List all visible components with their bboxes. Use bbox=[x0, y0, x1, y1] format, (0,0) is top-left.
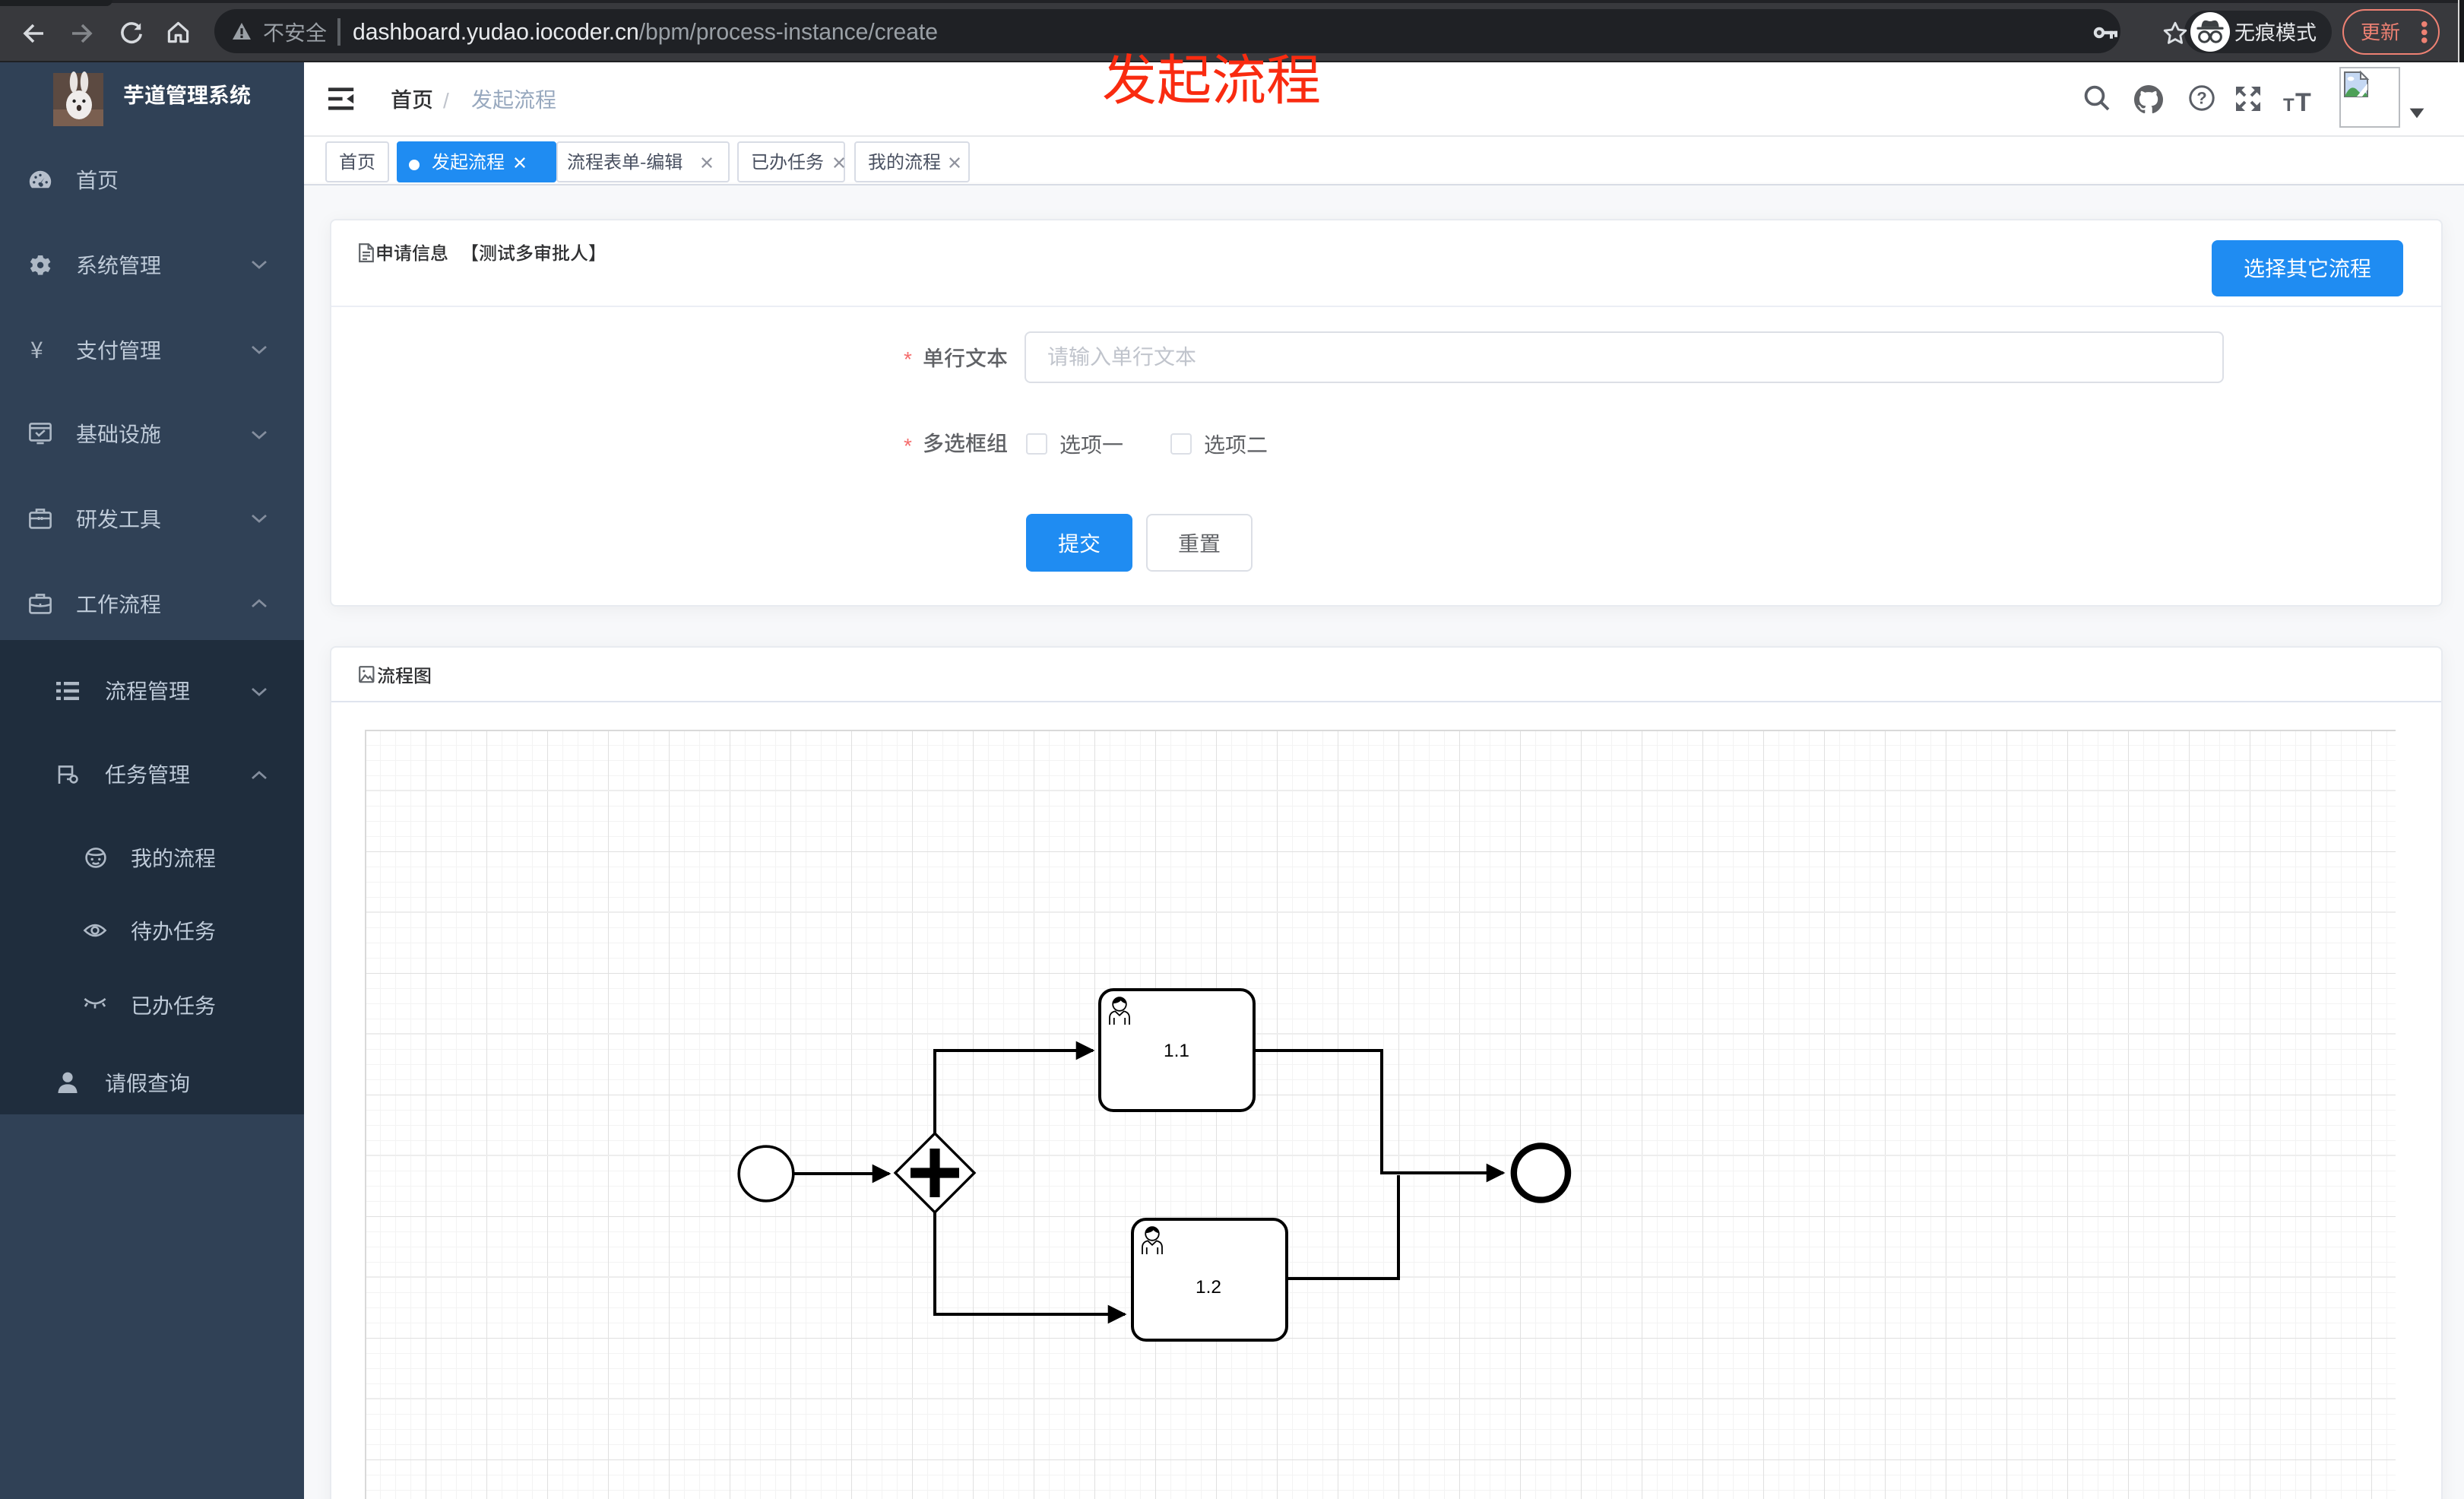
svg-text:1.2: 1.2 bbox=[1196, 1276, 1221, 1297]
svg-text:T: T bbox=[2295, 87, 2311, 116]
svg-text:T: T bbox=[2283, 94, 2295, 115]
svg-text:1.1: 1.1 bbox=[1164, 1040, 1189, 1060]
svg-text:?: ? bbox=[2196, 88, 2206, 107]
